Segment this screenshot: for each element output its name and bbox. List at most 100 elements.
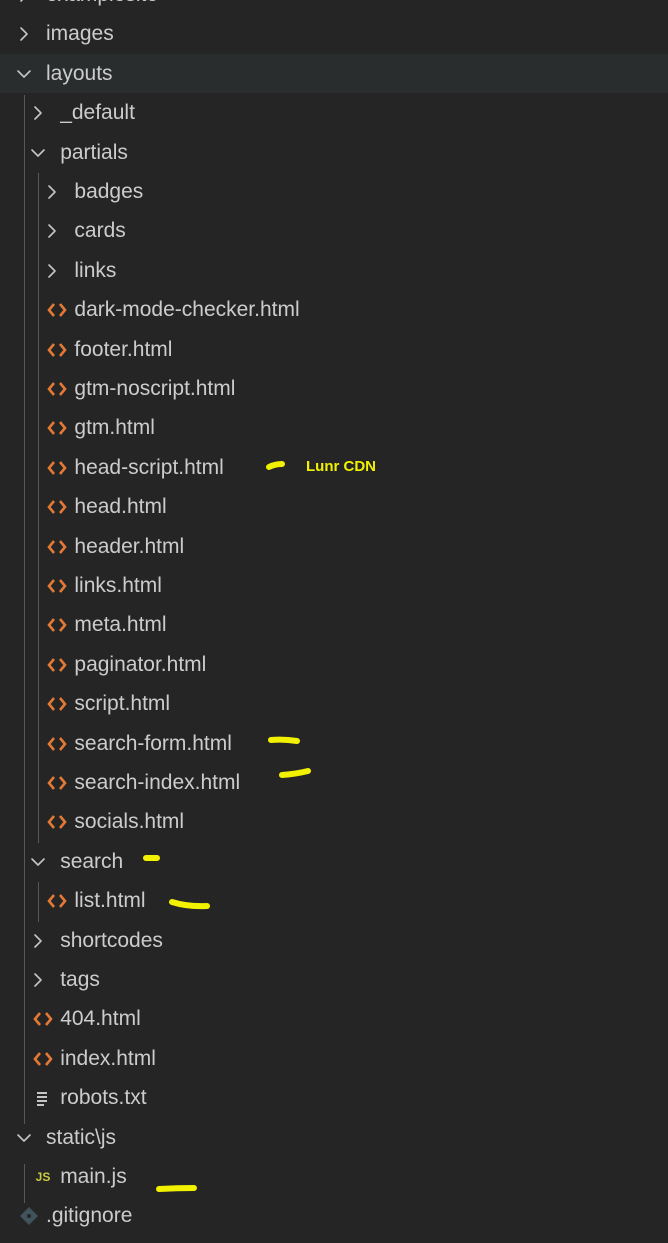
tree-item-label: images	[46, 22, 114, 46]
tree-item-label: shortcodes	[60, 928, 163, 952]
indent-guide	[24, 95, 25, 1124]
chevron-right-icon[interactable]	[42, 221, 62, 241]
chevron-down-icon[interactable]	[28, 143, 48, 163]
html-file-icon	[46, 890, 68, 912]
tree-item-label: head.html	[74, 495, 167, 519]
tree-item-label: _default	[60, 101, 135, 125]
file-row[interactable]: script.html	[0, 685, 668, 724]
chevron-right-icon[interactable]	[28, 970, 48, 990]
folder-row[interactable]: _default	[0, 94, 668, 133]
tree-item-label: .gitignore	[46, 1204, 133, 1228]
chevron-right-icon[interactable]	[28, 103, 48, 123]
tree-item-label: index.html	[60, 1046, 156, 1070]
tree-item-label: gtm-noscript.html	[74, 376, 236, 400]
tree-item-label: links	[74, 258, 117, 282]
html-file-icon	[46, 772, 68, 794]
html-file-icon	[46, 614, 68, 636]
js-file-icon: JS	[32, 1166, 54, 1188]
tree-item-label: paginator.html	[74, 652, 207, 676]
tree-item-label: header.html	[74, 534, 185, 558]
folder-row[interactable]: tags	[0, 960, 668, 999]
text-file-icon	[32, 1087, 54, 1109]
tree-item-label: 404.html	[60, 1007, 141, 1031]
file-row[interactable]: links.html	[0, 566, 668, 605]
tree-item-label: examplesite	[46, 0, 158, 7]
tree-item-label: static\js	[46, 1125, 117, 1149]
file-row[interactable]: search-form.html	[0, 724, 668, 763]
file-row[interactable]: JS main.js	[0, 1157, 668, 1196]
tree-item-label: list.html	[74, 889, 146, 913]
tree-item-label: socials.html	[74, 810, 185, 834]
annotation-lunr-cdn: Lunr CDN	[306, 458, 376, 475]
file-row[interactable]: meta.html	[0, 606, 668, 645]
chevron-right-icon[interactable]	[42, 261, 62, 281]
file-row[interactable]: search-index.html	[0, 763, 668, 802]
folder-row[interactable]: cards	[0, 212, 668, 251]
file-row[interactable]: header.html	[0, 527, 668, 566]
html-file-icon	[46, 654, 68, 676]
folder-row[interactable]: search	[0, 842, 668, 881]
file-row[interactable]: footer.html	[0, 330, 668, 369]
file-row[interactable]: robots.txt	[0, 1079, 668, 1118]
chevron-right-icon[interactable]	[42, 182, 62, 202]
html-file-icon	[32, 1048, 54, 1070]
tree-item-label: search	[60, 849, 124, 873]
tree-item-label: dark-mode-checker.html	[74, 298, 300, 322]
file-row[interactable]: gtm-noscript.html	[0, 369, 668, 408]
folder-row[interactable]: static\js	[0, 1118, 668, 1157]
file-row[interactable]: list.html	[0, 882, 668, 921]
file-row[interactable]: .gitignore	[0, 1197, 668, 1236]
folder-row[interactable]: links	[0, 251, 668, 290]
chevron-down-icon[interactable]	[14, 1128, 34, 1148]
file-row[interactable]: paginator.html	[0, 645, 668, 684]
tree-item-label: main.js	[60, 1164, 127, 1188]
file-row[interactable]: socials.html	[0, 803, 668, 842]
html-file-icon	[46, 693, 68, 715]
folder-row[interactable]: layouts	[0, 54, 668, 94]
folder-row[interactable]: partials	[0, 133, 668, 172]
tree-item-label: cards	[74, 219, 126, 243]
file-row[interactable]: index.html	[0, 1039, 668, 1078]
chevron-right-icon[interactable]	[14, 0, 34, 5]
tree-item-label: badges	[74, 179, 144, 203]
tree-item-label: script.html	[74, 692, 171, 716]
tree-item-label: gtm.html	[74, 416, 155, 440]
html-file-icon	[46, 378, 68, 400]
tree-item-label: tags	[60, 967, 100, 991]
folder-row[interactable]: badges	[0, 172, 668, 211]
folder-row[interactable]: images	[0, 15, 668, 54]
html-file-icon	[46, 496, 68, 518]
html-file-icon	[46, 299, 68, 321]
tree-item-label: footer.html	[74, 337, 173, 361]
indent-guide	[24, 1164, 25, 1203]
html-file-icon	[46, 733, 68, 755]
tree-item-label: meta.html	[74, 613, 167, 637]
html-file-icon	[32, 1008, 54, 1030]
tree-item-label: head-script.html	[74, 455, 224, 479]
tree-item-label: robots.txt	[60, 1086, 147, 1110]
folder-row[interactable]: shortcodes	[0, 921, 668, 960]
folder-row[interactable]: examplesite	[0, 0, 668, 15]
tree-item-label: search-form.html	[74, 731, 232, 755]
html-file-icon	[46, 811, 68, 833]
html-file-icon	[46, 457, 68, 479]
svg-text:JS: JS	[36, 1170, 51, 1184]
indent-guide	[38, 882, 39, 922]
file-row[interactable]: 404.html	[0, 1000, 668, 1039]
html-file-icon	[46, 339, 68, 361]
tree-item-label: links.html	[74, 573, 162, 597]
chevron-down-icon[interactable]	[28, 852, 48, 872]
file-row[interactable]: dark-mode-checker.html	[0, 291, 668, 330]
chevron-right-icon[interactable]	[14, 24, 34, 44]
git-file-icon	[18, 1205, 40, 1227]
chevron-down-icon[interactable]	[14, 64, 34, 84]
tree-item-label: search-index.html	[74, 770, 241, 794]
html-file-icon	[46, 536, 68, 558]
file-row[interactable]: gtm.html	[0, 409, 668, 448]
file-row[interactable]: head.html	[0, 488, 668, 527]
html-file-icon	[46, 417, 68, 439]
file-row[interactable]: head-script.html	[0, 448, 668, 487]
indent-guide	[38, 173, 39, 843]
chevron-right-icon[interactable]	[28, 931, 48, 951]
tree-item-label: partials	[60, 140, 128, 164]
